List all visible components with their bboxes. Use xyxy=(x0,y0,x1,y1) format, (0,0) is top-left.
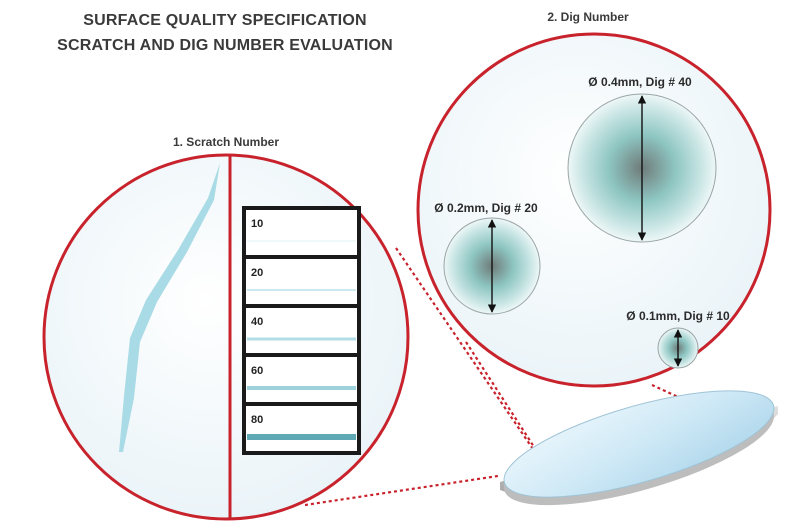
scratch-line-20 xyxy=(247,289,356,291)
dig-marks: Ø 0.4mm, Dig # 40 Ø 0.2mm, Dig # 20 Ø 0.1m… xyxy=(434,75,730,369)
dig-20: Ø 0.2mm, Dig # 20 xyxy=(434,201,541,315)
scratch-line-60 xyxy=(247,386,356,390)
dig-label-20: Ø 0.2mm, Dig # 20 xyxy=(434,201,538,215)
scratch-label-10: 10 xyxy=(251,218,263,230)
scratch-line-10 xyxy=(247,240,356,242)
scratch-label-80: 80 xyxy=(251,414,263,426)
scratch-label-40: 40 xyxy=(251,316,263,328)
scratch-circle-group: 1. Scratch Number 10 20 40 60 80 xyxy=(42,135,410,521)
scratch-box-bg xyxy=(246,210,357,255)
scratch-box-bg xyxy=(246,259,357,304)
scratch-box-bg xyxy=(246,357,357,402)
lens-top xyxy=(503,390,775,498)
scratch-box-80: 80 xyxy=(246,406,357,451)
scratch-box-10: 10 xyxy=(246,210,357,255)
scratch-line-40 xyxy=(247,337,356,341)
example-scratch xyxy=(119,163,220,452)
scratch-box-60: 60 xyxy=(246,357,357,402)
dig-10: Ø 0.1mm, Dig # 10 xyxy=(626,309,730,369)
scratch-label-60: 60 xyxy=(251,365,263,377)
scratch-line-80 xyxy=(247,434,356,440)
scratch-section-title: 1. Scratch Number xyxy=(173,135,279,149)
scratch-box-20: 20 xyxy=(246,259,357,304)
scratch-frame xyxy=(242,206,361,455)
connector-scratch-bottom xyxy=(304,474,499,507)
scratch-comparison-boxes: 10 20 40 60 80 xyxy=(242,206,361,455)
dig-section-title: 2. Dig Number xyxy=(547,10,629,24)
title-line-2: SCRATCH AND DIG NUMBER EVALUATION xyxy=(57,37,393,54)
scratch-box-bg xyxy=(246,308,357,353)
scratch-label-20: 20 xyxy=(251,267,263,279)
connector-scratch-top xyxy=(395,247,536,453)
scratch-box-40: 40 xyxy=(246,308,357,353)
title-line-1: SURFACE QUALITY SPECIFICATION xyxy=(83,12,366,29)
dig-label-40: Ø 0.4mm, Dig # 40 xyxy=(588,75,692,89)
dig-circle-group: 2. Dig Number Ø 0.4mm, Dig # 40 Ø 0.2mm, … xyxy=(416,10,772,388)
scratch-box-bg xyxy=(246,406,357,451)
dig-label-10: Ø 0.1mm, Dig # 10 xyxy=(626,309,730,323)
dig-40: Ø 0.4mm, Dig # 40 xyxy=(567,75,717,243)
optical-window xyxy=(500,390,778,506)
